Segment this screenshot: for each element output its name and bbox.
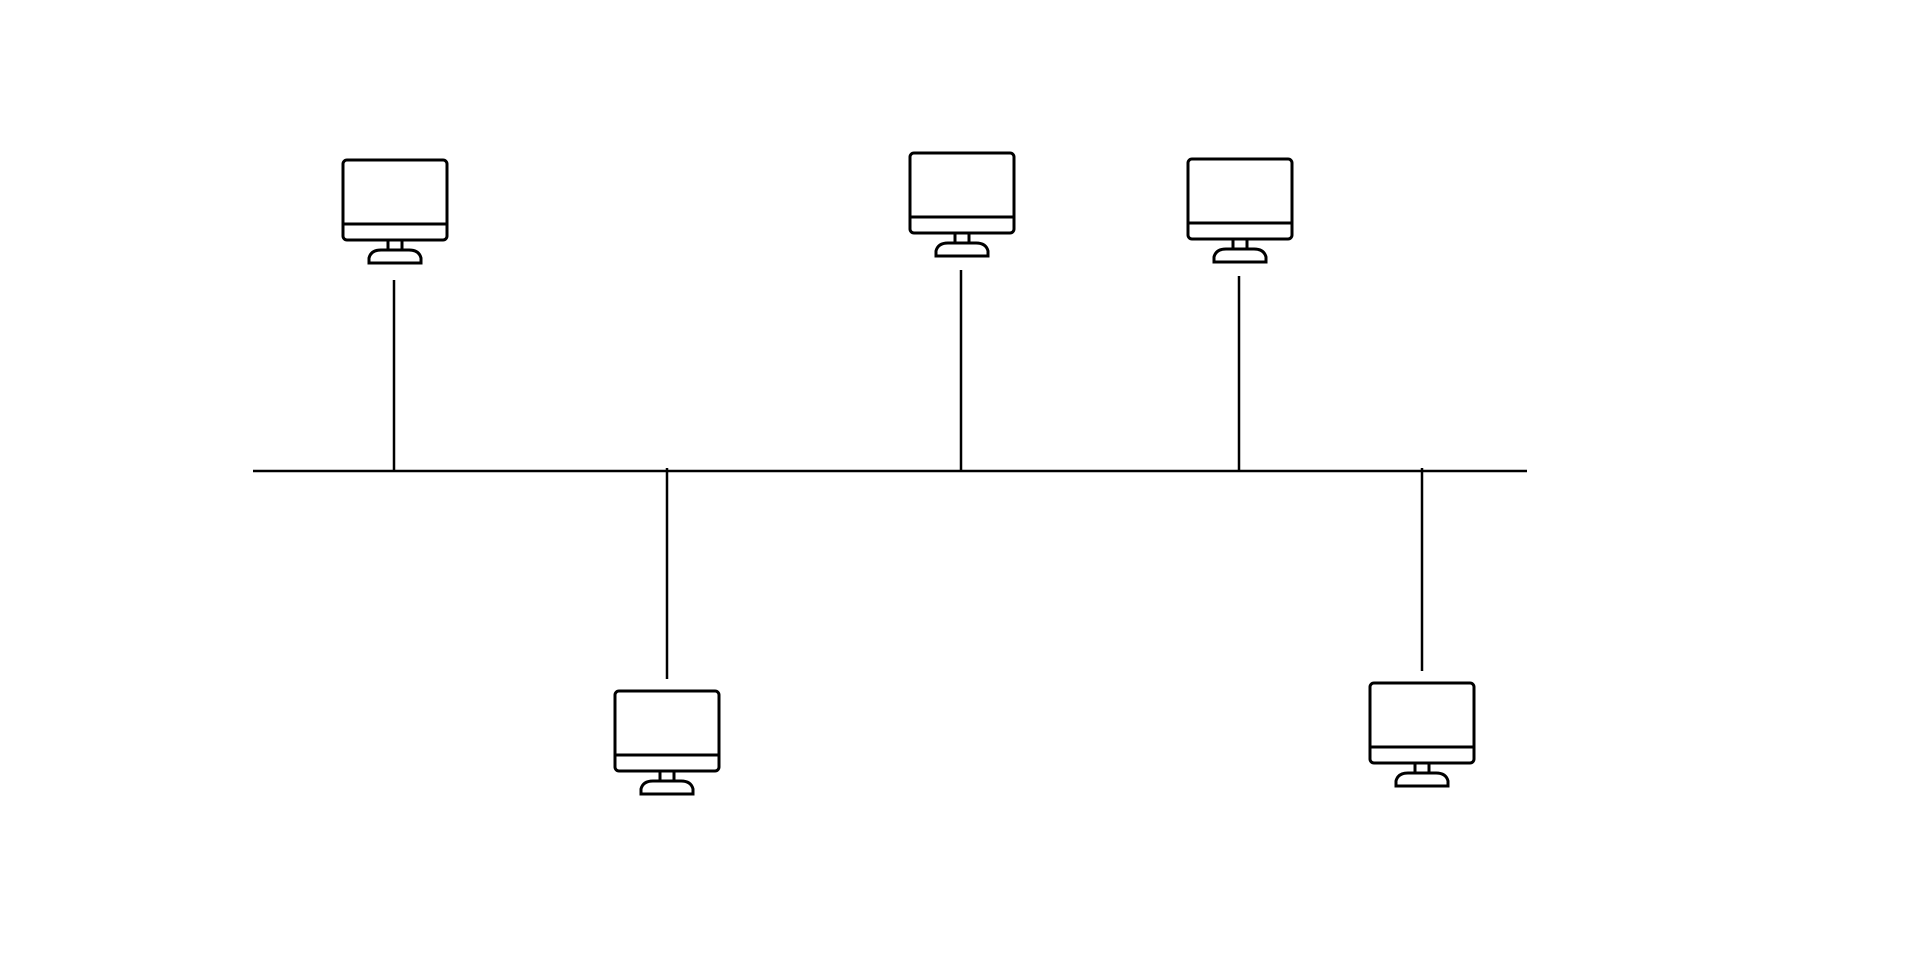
monitor-base [367, 248, 423, 265]
monitor-screen [613, 689, 721, 773]
monitor-base [934, 241, 990, 258]
monitor-screen [1186, 157, 1294, 241]
monitor-base [1394, 771, 1450, 788]
desktop-computer-icon-computer-3 [908, 151, 1016, 258]
desktop-computer-icon-computer-1 [341, 158, 449, 265]
computer-nodes [341, 151, 1476, 796]
monitor-base [639, 779, 695, 796]
monitor-screen [908, 151, 1016, 235]
monitor-screen [341, 158, 449, 242]
monitor-base [1212, 247, 1268, 264]
drop-cables [392, 270, 1424, 679]
desktop-computer-icon-computer-5 [1368, 681, 1476, 788]
desktop-computer-icon-computer-4 [1186, 157, 1294, 264]
monitor-screen [1368, 681, 1476, 765]
desktop-computer-icon-computer-2 [613, 689, 721, 796]
